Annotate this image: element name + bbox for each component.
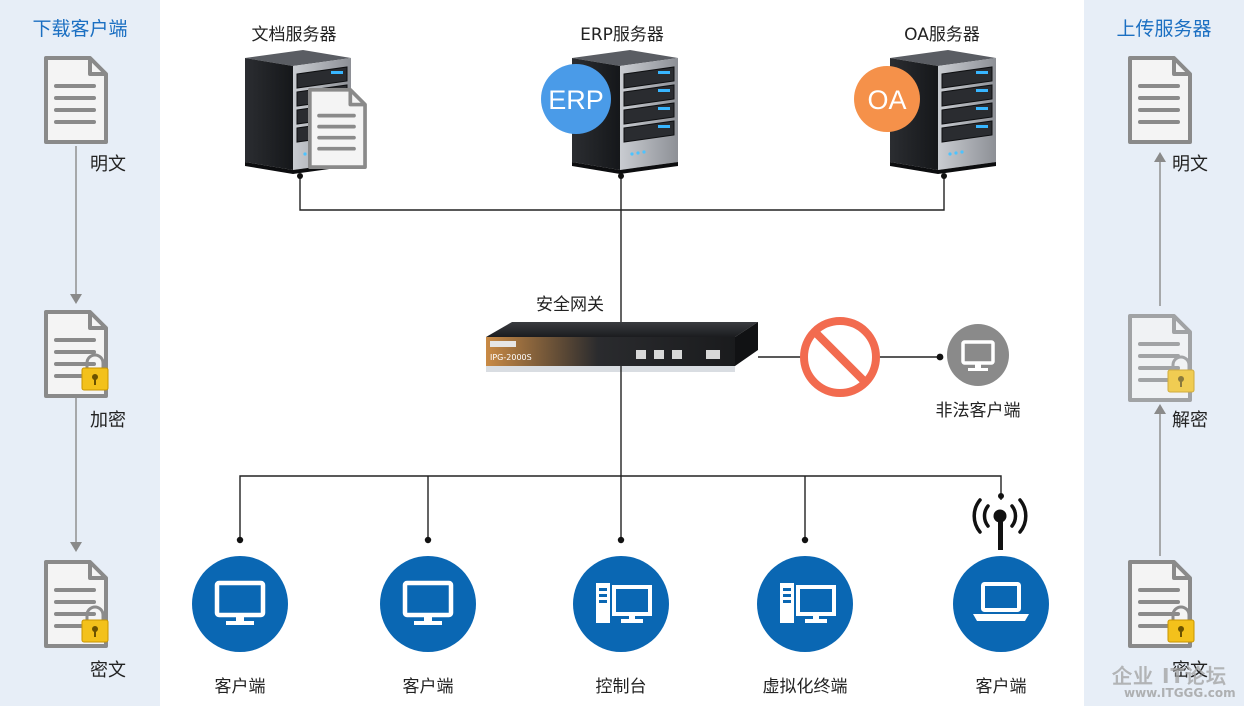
console-label: 控制台	[595, 677, 647, 697]
laptop-icon	[973, 582, 1029, 621]
erp-server-label: ERP服务器	[580, 25, 664, 45]
monitor-icon	[402, 580, 454, 625]
left-step-encrypt: 加密	[90, 410, 126, 431]
right-panel-flow	[1128, 56, 1196, 648]
ciphertext-document-icon	[1128, 560, 1196, 648]
encrypted-document-icon	[44, 310, 110, 398]
oa-badge-label: OA	[867, 85, 906, 115]
monitor-icon	[214, 580, 266, 625]
erp-server: ERP	[541, 49, 679, 175]
decrypted-document-icon	[1128, 314, 1196, 402]
gateway-model-label: IPG-2000S	[490, 353, 532, 362]
client-label-2: 客户端	[402, 677, 454, 697]
oa-server-label: OA服务器	[904, 25, 980, 45]
wireless-antenna-icon	[972, 498, 1028, 550]
ciphertext-document-icon	[44, 560, 110, 648]
illegal-client-link	[758, 317, 944, 397]
plaintext-document-icon	[1128, 56, 1192, 144]
left-panel-title: 下载客户端	[32, 18, 128, 40]
wireless-client-label: 客户端	[975, 677, 1027, 697]
wireless-client-node	[953, 556, 1049, 652]
right-panel-title: 上传服务器	[1116, 18, 1212, 40]
oa-server: OA	[854, 49, 997, 175]
watermark-url: www.ITGGG.com	[1124, 686, 1236, 700]
desktop-tower-icon	[596, 583, 652, 623]
erp-badge	[541, 64, 611, 134]
left-step-plaintext: 明文	[90, 154, 126, 175]
left-panel-flow	[44, 56, 110, 648]
virtual-terminal-node	[757, 556, 853, 652]
client-bus-lines	[239, 366, 1002, 540]
plaintext-document-icon	[44, 56, 108, 144]
security-gateway-label: 安全网关	[536, 295, 604, 315]
console-node	[573, 556, 669, 652]
desktop-tower-icon	[780, 583, 836, 623]
document-server-label: 文档服务器	[251, 25, 337, 45]
server-bus-lines	[299, 176, 945, 325]
right-step-plaintext: 明文	[1172, 154, 1208, 175]
virtual-terminal-label: 虚拟化终端	[762, 677, 848, 697]
illegal-client-icon	[947, 324, 1009, 386]
client-label-1: 客户端	[214, 677, 266, 697]
right-step-ciphertext: 密文	[1172, 660, 1208, 681]
document-server	[244, 49, 367, 175]
watermark-text: 企业 IT论坛	[1112, 664, 1228, 688]
right-step-decrypt: 解密	[1172, 410, 1208, 431]
security-gateway-device: IPG-2000S	[486, 322, 758, 372]
client-node-2	[380, 556, 476, 652]
oa-badge	[854, 66, 920, 132]
illegal-client-label: 非法客户端	[935, 401, 1021, 421]
erp-badge-label: ERP	[548, 85, 604, 115]
left-step-ciphertext: 密文	[90, 660, 126, 681]
client-node-1	[192, 556, 288, 652]
